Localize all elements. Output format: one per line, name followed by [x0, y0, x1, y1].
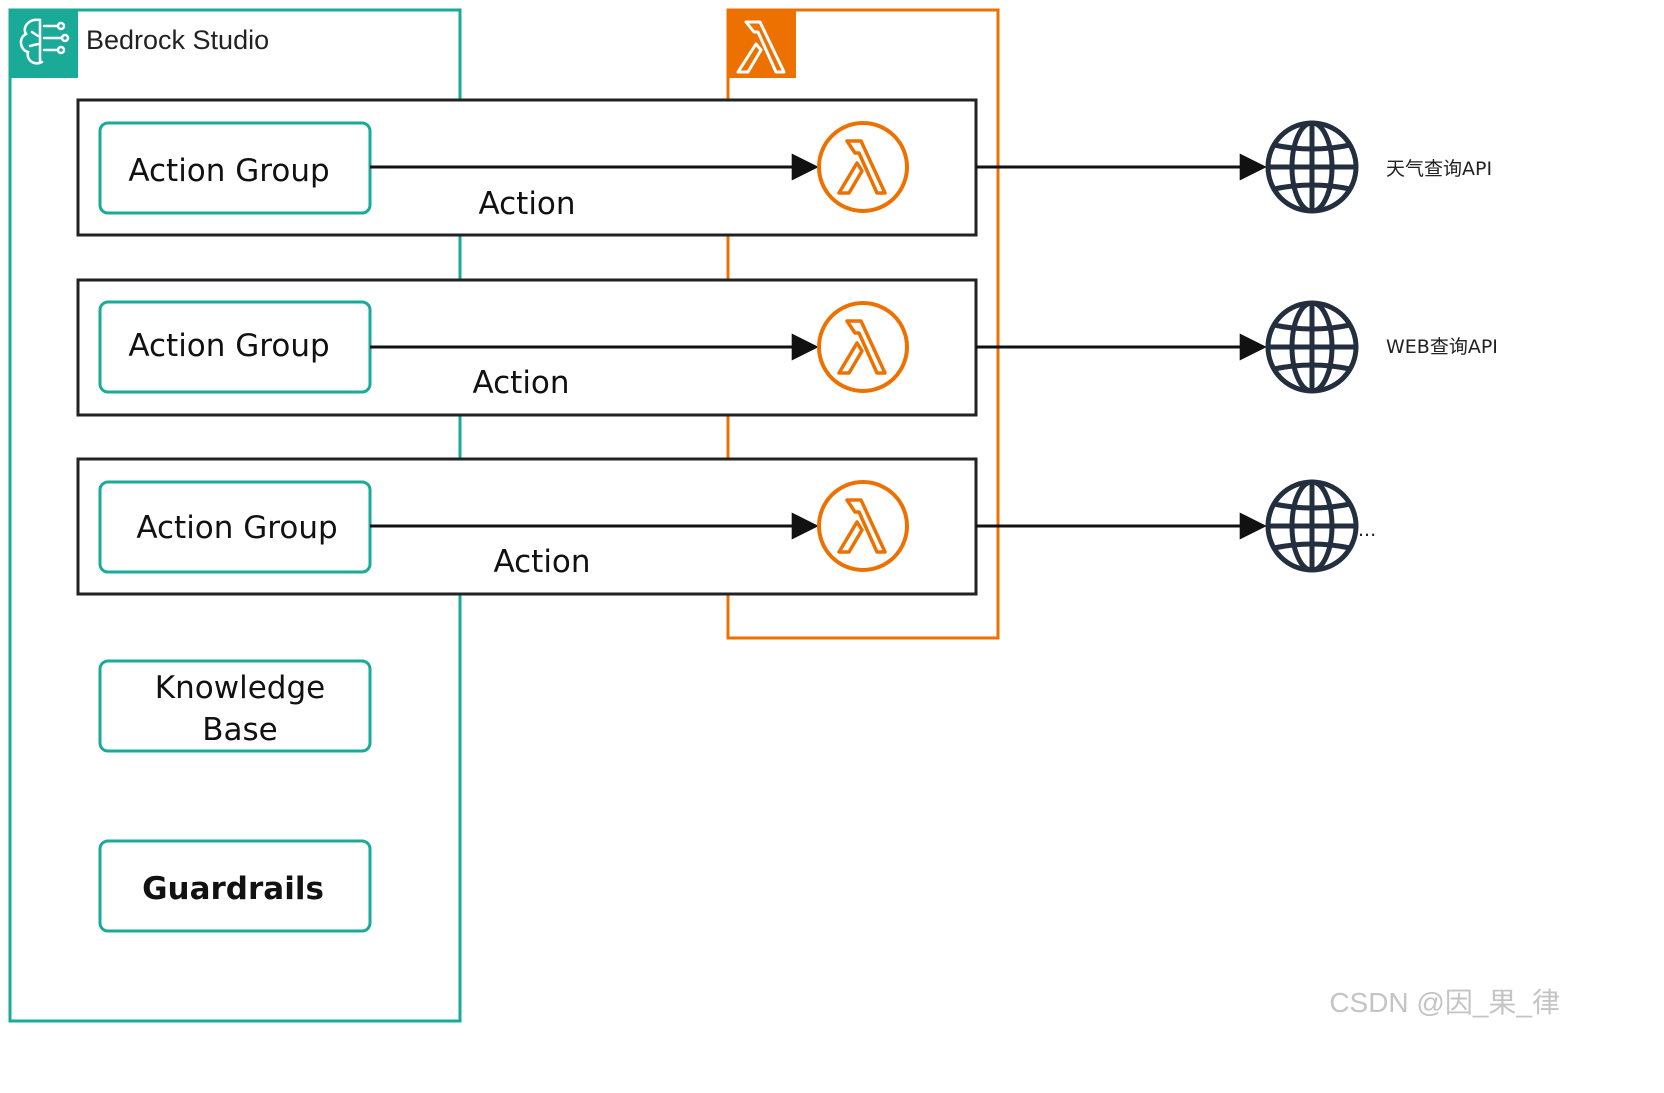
watermark: CSDN @因_果_律 — [1329, 987, 1560, 1018]
globe-icon — [1268, 303, 1356, 391]
guardrails-label: Guardrails — [142, 871, 324, 907]
lambda-icon — [736, 20, 786, 74]
knowledge-base-line1: Knowledge — [155, 670, 325, 706]
action-group-label: Action Group — [128, 153, 329, 189]
action-row-2: Action Group Action WEB查询API — [76, 278, 1498, 417]
action-row-3: Action Group Action ... — [76, 457, 1376, 596]
globe-icon — [1268, 482, 1356, 570]
action-row-1: Action Group Action 天气查询API — [76, 98, 1492, 237]
knowledge-base-line2: Base — [202, 712, 278, 748]
knowledge-base-box[interactable] — [98, 659, 372, 753]
action-label: Action — [493, 544, 590, 580]
api-label: WEB查询API — [1386, 336, 1498, 358]
guardrails-box[interactable] — [98, 839, 372, 933]
api-label: ... — [1358, 519, 1376, 541]
lambda-function-icon — [817, 480, 909, 572]
action-group-label: Action Group — [128, 328, 329, 364]
action-label: Action — [472, 365, 569, 401]
lambda-function-icon — [817, 301, 909, 393]
api-label: 天气查询API — [1386, 158, 1492, 180]
lambda-function-icon — [817, 121, 909, 213]
studio-title: Bedrock Studio — [86, 25, 269, 55]
action-label: Action — [478, 186, 575, 222]
globe-icon — [1268, 123, 1356, 211]
brain-circuit-icon — [19, 18, 70, 65]
action-group-label: Action Group — [136, 510, 337, 546]
